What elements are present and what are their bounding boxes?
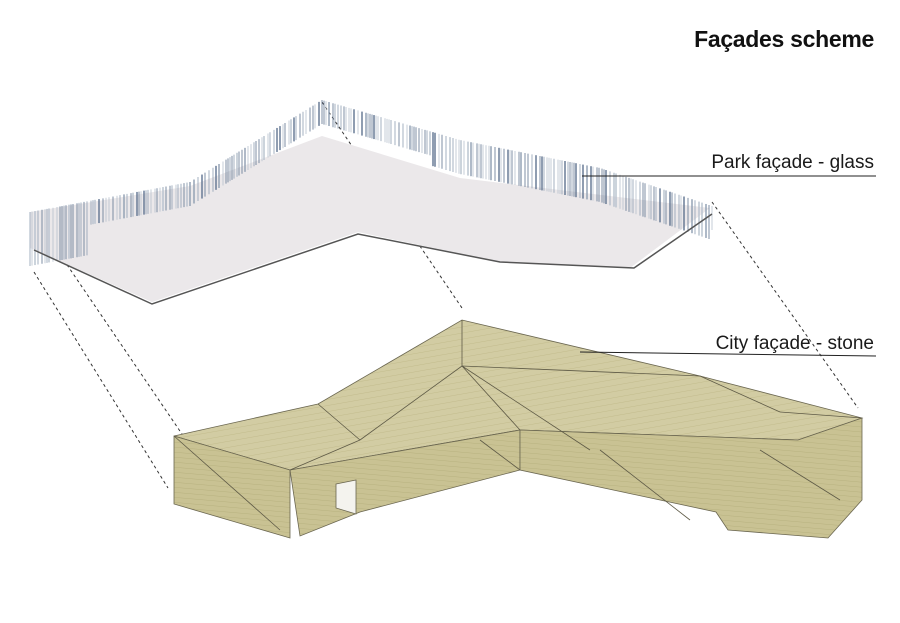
city-facade-label: City façade - stone xyxy=(715,333,874,354)
page-title: Façades scheme xyxy=(694,26,874,52)
glass-outline xyxy=(33,213,713,305)
projection-line-right xyxy=(711,201,859,409)
stone-facet-lines xyxy=(173,320,863,531)
glass-floor-plate xyxy=(30,136,710,302)
leader-line-city xyxy=(579,351,877,357)
glass-stripes xyxy=(29,100,713,266)
stone-entrance-opening xyxy=(335,479,357,515)
leader-lines xyxy=(579,175,877,357)
stone-facade-layer xyxy=(173,319,864,539)
stone-wall-right xyxy=(519,417,863,539)
park-facade-label: Park façade - glass xyxy=(711,152,874,173)
glass-facade-layer xyxy=(29,100,713,305)
projection-line-left-outer xyxy=(33,271,169,489)
